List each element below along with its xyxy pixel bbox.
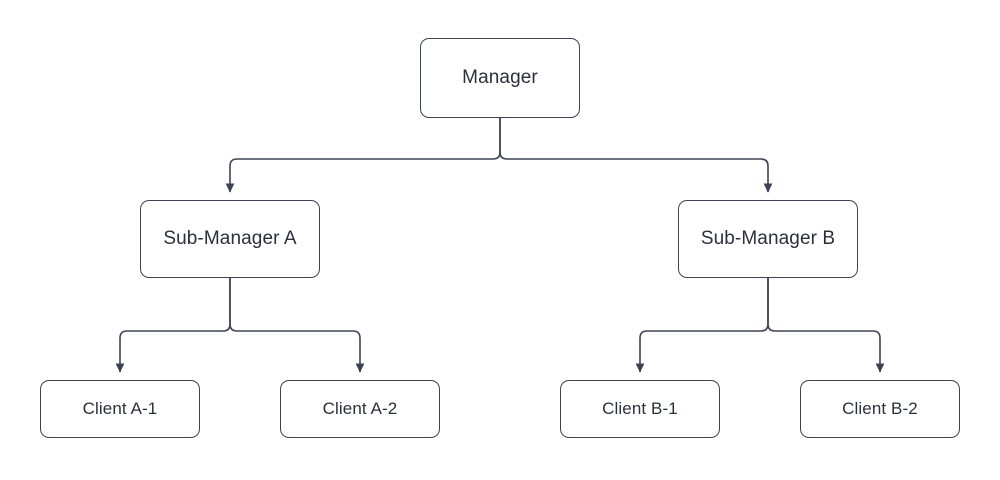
edge-sub-manager-b-to-client-b-1 bbox=[635, 278, 769, 373]
node-manager[interactable]: Manager bbox=[420, 38, 580, 118]
node-manager-label: Manager bbox=[462, 67, 538, 88]
node-client-a-1-label: Client A-1 bbox=[82, 399, 158, 418]
node-client-a-1[interactable]: Client A-1 bbox=[40, 380, 200, 438]
edge-sub-manager-a-to-client-a-2 bbox=[229, 278, 365, 373]
node-client-b-2[interactable]: Client B-2 bbox=[800, 380, 960, 438]
node-client-a-2-label: Client A-2 bbox=[322, 399, 398, 418]
node-sub-manager-a-label: Sub-Manager A bbox=[163, 228, 297, 249]
edge-sub-manager-b-to-client-b-2 bbox=[767, 278, 885, 373]
edge-sub-manager-a-to-client-a-1 bbox=[115, 278, 231, 373]
node-client-b-1[interactable]: Client B-1 bbox=[560, 380, 720, 438]
node-client-a-2[interactable]: Client A-2 bbox=[280, 380, 440, 438]
node-sub-manager-b-label: Sub-Manager B bbox=[700, 228, 836, 249]
node-client-b-1-label: Client B-1 bbox=[602, 399, 678, 418]
node-client-b-2-label: Client B-2 bbox=[842, 399, 918, 418]
edge-manager-to-sub-manager-a bbox=[225, 118, 501, 193]
node-sub-manager-b[interactable]: Sub-Manager B bbox=[678, 200, 858, 278]
edge-manager-to-sub-manager-b bbox=[499, 118, 773, 193]
node-sub-manager-a[interactable]: Sub-Manager A bbox=[140, 200, 320, 278]
